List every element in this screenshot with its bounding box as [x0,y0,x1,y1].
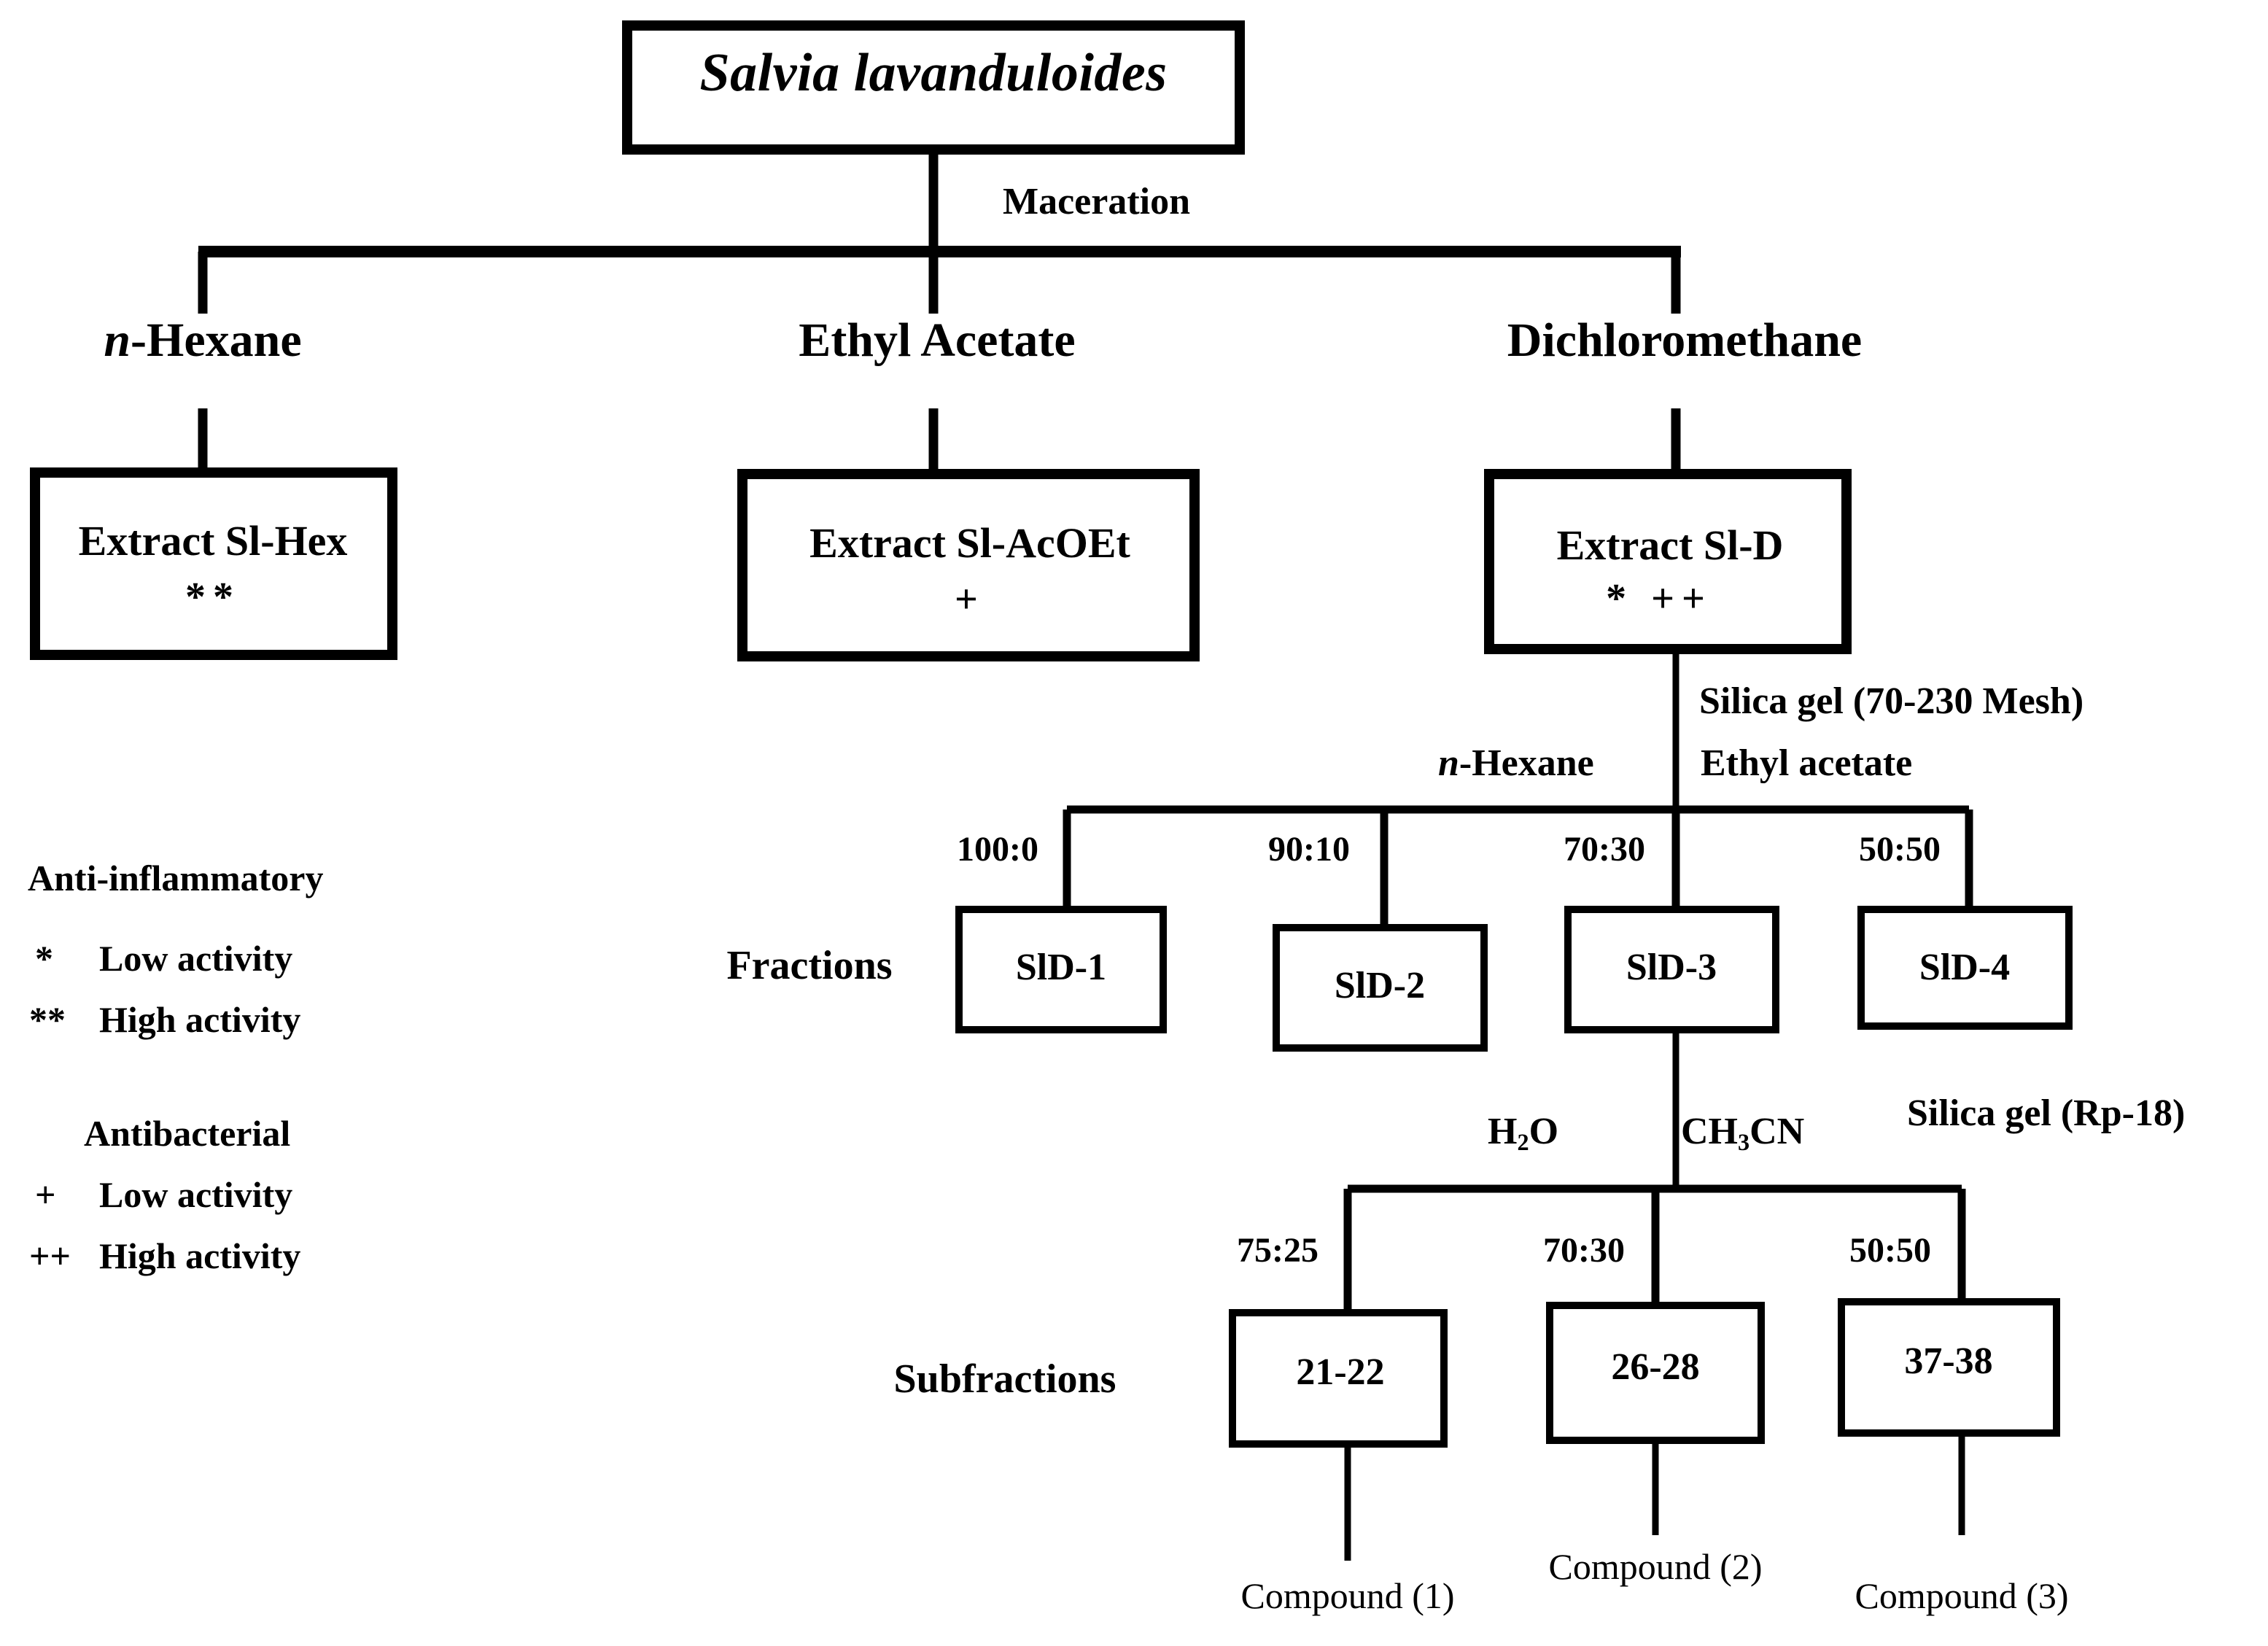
column1-mobile-a: n-Hexane [1438,742,1594,784]
page-title: Salvia lavanduloides [699,43,1168,103]
legend-symbol-low-anti-b: + [35,1174,56,1215]
solvent-label-hexane: n-Hexane [104,315,301,365]
subfraction-ratio-1: 75:25 [1237,1231,1319,1270]
legend-text-high-anti-b: High activity [99,1235,301,1276]
column2-mobile-b-main: CH [1681,1111,1738,1152]
compound-label-1: Compound (1) [1240,1575,1455,1616]
extract-box-2-activity: + [955,577,985,622]
column1-stationary-phase: Silica gel (70-230 Mesh) [1699,680,2084,722]
column2-mobile-b-sub: 3 [1738,1129,1750,1156]
subfraction-box-3-label: 37-38 [1904,1340,1993,1382]
subfraction-box-1-label: 21-22 [1296,1351,1385,1393]
fraction-ratio-2: 90:10 [1268,830,1350,869]
fraction-box-2-outline [1273,924,1488,1052]
legend-heading-antibacterial: Antibacterial [84,1113,291,1154]
column1-mobile-b: Ethyl acetate [1701,742,1913,784]
legend-symbol-low-anti: * [35,938,53,979]
legend-symbol-high-anti: ** [29,999,66,1040]
fraction-box-4-label: SlD-4 [1919,947,2011,988]
column2-mobile-b: CH3CN [1681,1111,1805,1156]
extract-box-2-label: Extract Sl-AcOEt [809,519,1130,567]
solvent-label-dichloromethane: Dichloromethane [1507,314,1863,367]
extract-box-1-label: Extract Sl-Hex [78,517,348,564]
column2-mobile-a: H2O [1488,1111,1559,1156]
subfractions-row-label: Subfractions [893,1356,1116,1402]
legend-text-high-anti: High activity [99,999,301,1040]
subfraction-ratio-3: 50:50 [1849,1231,1931,1270]
column2-stationary-phase: Silica gel (Rp-18) [1907,1092,2186,1134]
fraction-box-1-label: SlD-1 [1015,947,1107,988]
fraction-ratio-1: 100:0 [957,830,1038,869]
fraction-ratio-4: 50:50 [1859,830,1941,869]
subfraction-box-1-outline [1229,1309,1448,1448]
subfraction-box-2-label: 26-28 [1611,1346,1700,1388]
extract-box-2-outline [737,469,1200,661]
maceration-label: Maceration [1003,181,1191,222]
fraction-box-1-outline [955,906,1167,1033]
extract-box-3-label: Extract Sl-D [1556,521,1784,569]
subfraction-box-3-outline [1838,1298,2060,1437]
column2-mobile-a-main: H [1488,1111,1518,1152]
column1-mobile-a-rest: -Hexane [1459,742,1594,784]
extract-box-1-outline [30,467,397,660]
column2-mobile-a-sub: 2 [1517,1129,1529,1156]
fraction-ratio-3: 70:30 [1564,830,1645,869]
column2-mobile-a-tail: O [1529,1111,1559,1152]
solvent-rest-hexane: -Hexane [131,314,302,367]
extract-box-1-activity: ** [185,575,241,620]
column1-mobile-a-prefix: n [1438,742,1459,784]
legend-symbol-high-anti-b: ++ [29,1235,71,1276]
legend-text-low-anti: Low activity [99,938,293,979]
fractions-row-label: Fractions [726,943,893,988]
subfraction-box-2-outline [1546,1302,1765,1444]
fraction-box-3-outline [1564,906,1779,1033]
subfraction-ratio-2: 70:30 [1543,1231,1625,1270]
fraction-box-4-outline [1857,906,2073,1030]
extract-box-3-outline [1484,469,1852,654]
solvent-label-ethyl-acetate: Ethyl Acetate [799,314,1076,367]
compound-label-2: Compound (2) [1548,1546,1763,1587]
legend-text-low-anti-b: Low activity [99,1174,293,1215]
fraction-box-3-label: SlD-3 [1626,947,1717,988]
column2-mobile-b-tail: CN [1749,1111,1805,1152]
compound-label-3: Compound (3) [1855,1575,2069,1616]
solvent-prefix-n: n [104,314,131,367]
extract-box-3-activity: * ++ [1606,576,1712,621]
legend-heading-anti-inflammatory: Anti-inflammatory [28,858,324,898]
fraction-box-2-label: SlD-2 [1334,965,1426,1006]
